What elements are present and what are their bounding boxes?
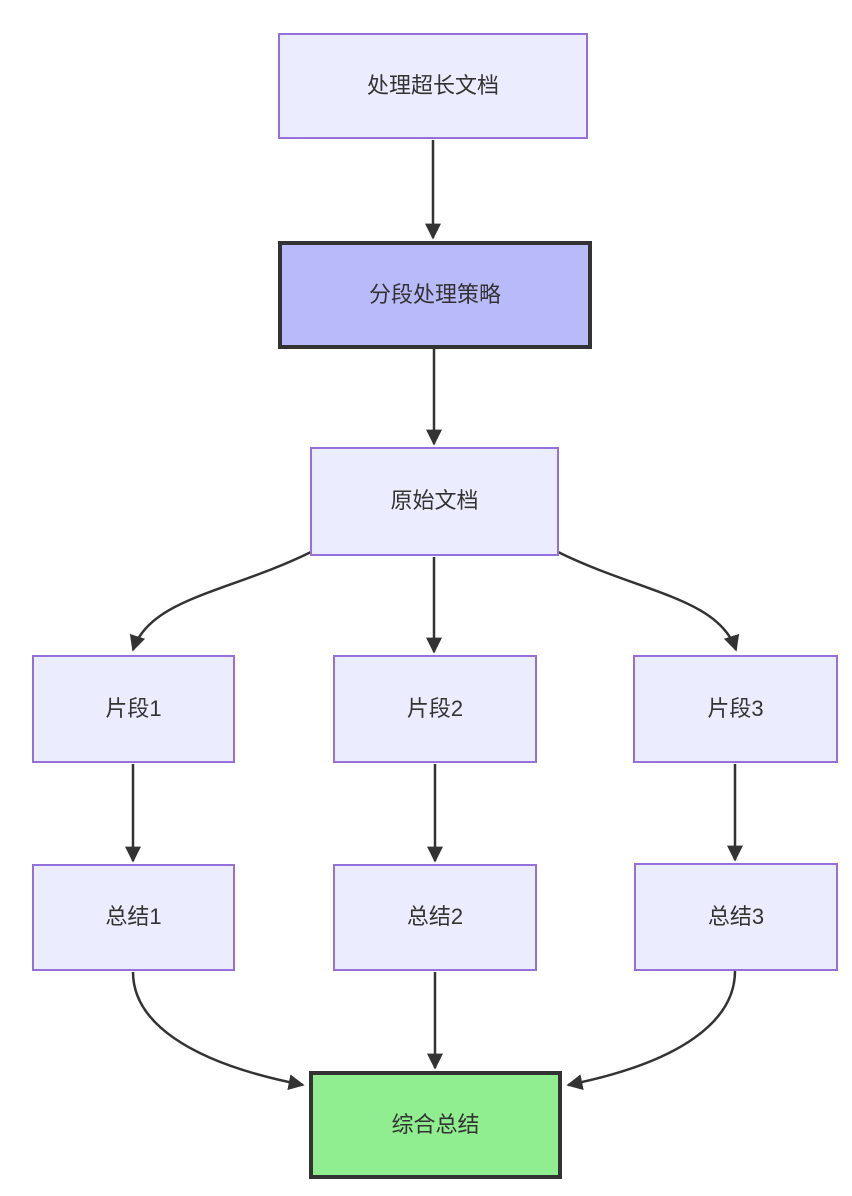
node-label: 原始文档 — [390, 488, 479, 514]
node-fragment-1: 片段1 — [32, 655, 235, 763]
node-segmentation-strategy: 分段处理策略 — [278, 241, 592, 349]
edge-original-to-fragment-3 — [557, 550, 740, 652]
node-label: 片段3 — [707, 695, 764, 721]
node-process-long-document: 处理超长文档 — [278, 33, 588, 139]
node-label: 总结3 — [707, 903, 765, 929]
node-original-document: 原始文档 — [310, 447, 559, 556]
node-summary-3: 总结3 — [634, 863, 838, 971]
node-label: 分段处理策略 — [368, 281, 501, 307]
edge-summary-3-to-combined — [566, 970, 737, 1091]
node-label: 处理超长文档 — [366, 72, 499, 98]
node-label: 总结2 — [406, 904, 464, 930]
node-summary-1: 总结1 — [32, 864, 235, 971]
node-label: 片段2 — [406, 695, 464, 721]
node-fragment-2: 片段2 — [333, 655, 537, 763]
node-label: 总结1 — [105, 904, 162, 930]
node-combined-summary: 综合总结 — [309, 1071, 562, 1179]
node-summary-2: 总结2 — [333, 864, 537, 971]
edge-original-to-fragment-1 — [129, 550, 312, 652]
node-label: 片段1 — [105, 695, 162, 721]
edge-summary-1-to-combined — [131, 971, 305, 1091]
node-fragment-3: 片段3 — [633, 655, 838, 763]
node-label: 综合总结 — [391, 1111, 480, 1137]
